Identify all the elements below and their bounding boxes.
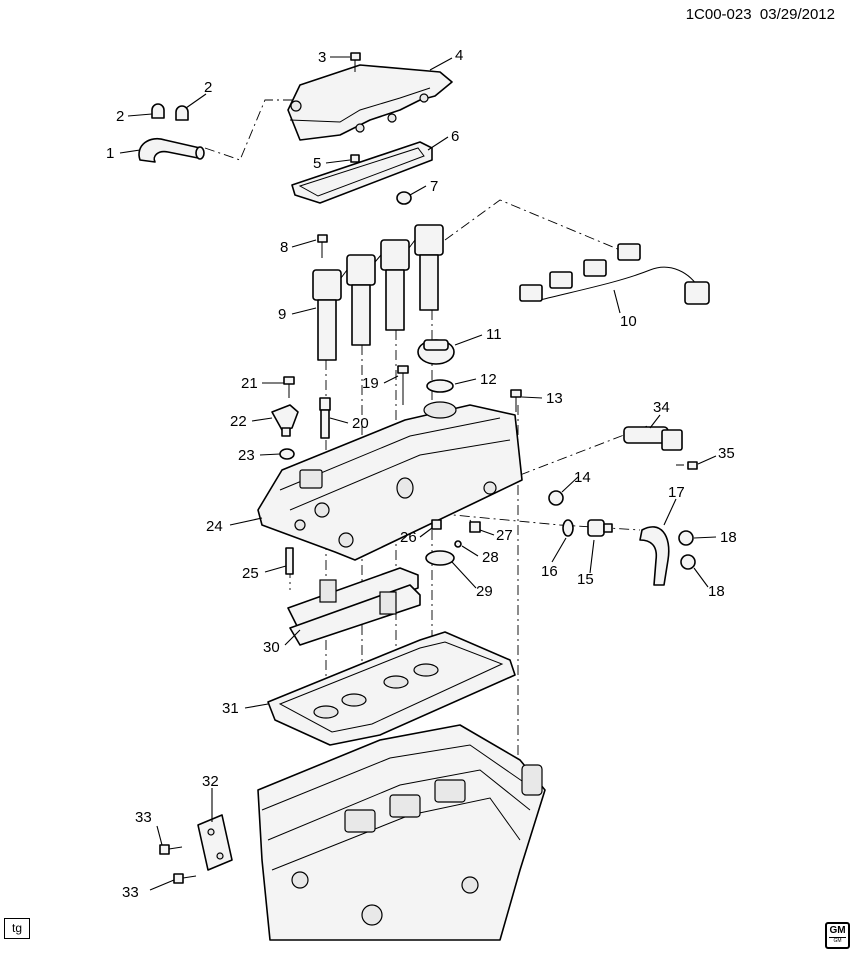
- dowel-pin-part: [285, 547, 294, 575]
- cover-bolt-part: [350, 52, 361, 72]
- camshaft-position-sensor-part: [271, 404, 299, 437]
- gm-logo: GM GM: [825, 922, 850, 949]
- ignition-coil-part: [312, 224, 444, 361]
- hose-clamp-part: [151, 103, 189, 121]
- callout-9: 9: [278, 306, 286, 323]
- cylinder-head: [257, 724, 546, 941]
- callout-5: 5: [313, 155, 321, 172]
- cover-bolt-19-part: [397, 365, 409, 405]
- valve-seal-part: [425, 550, 455, 566]
- ignition-coil-cover-part: [287, 64, 453, 141]
- callout-30: 30: [263, 639, 280, 656]
- fitting-part: [469, 521, 481, 533]
- callout-16: 16: [541, 563, 558, 580]
- callout-33b: 33: [122, 884, 139, 901]
- oil-control-solenoid-part: [623, 426, 683, 451]
- callout-12: 12: [480, 371, 497, 388]
- plug-part: [431, 519, 442, 530]
- doc-date: 03/29/2012: [759, 6, 835, 23]
- pcv-hose-part: [138, 138, 205, 163]
- valve-part: [548, 490, 564, 506]
- wiring-harness-part: [519, 243, 710, 305]
- cover-bolt-21-part: [283, 376, 295, 398]
- callout-15: 15: [577, 571, 594, 588]
- pcv-seal-part: [562, 519, 574, 537]
- callout-18a: 18: [720, 529, 737, 546]
- callout-29: 29: [476, 583, 493, 600]
- diagram-header: 1C00-023 03/29/2012: [686, 6, 835, 23]
- tube-clamp-part: [678, 530, 696, 570]
- spark-plug-part: [319, 397, 331, 439]
- callout-6: 6: [451, 128, 459, 145]
- grommet-part: [350, 154, 360, 163]
- solenoid-bolt-part: [676, 461, 698, 470]
- coil-bolt-part: [317, 234, 328, 258]
- initials-box: tg: [4, 918, 30, 939]
- doc-id: 1C00-023: [685, 6, 752, 23]
- callout-33a: 33: [135, 809, 152, 826]
- valve-cover-gasket-part: [267, 631, 516, 746]
- callout-14: 14: [574, 469, 591, 486]
- pcv-tube-part: [639, 526, 670, 586]
- callout-34: 34: [653, 399, 670, 416]
- cover-plate-part: [197, 814, 233, 871]
- callout-7: 7: [430, 178, 438, 195]
- callout-19: 19: [362, 375, 379, 392]
- callout-22: 22: [230, 413, 247, 430]
- callout-13: 13: [546, 390, 563, 407]
- cover-gasket-part: [291, 141, 433, 204]
- oil-baffle-gasket-part: [287, 567, 421, 646]
- pcv-valve-part: [587, 519, 613, 537]
- callout-21: 21: [241, 375, 258, 392]
- gm-logo-text: GM: [829, 925, 846, 936]
- camshaft-cover-part: [257, 401, 523, 561]
- callout-3: 3: [318, 49, 326, 66]
- gm-logo-subtext: GM: [829, 937, 846, 944]
- callout-11: 11: [486, 326, 502, 343]
- callout-labels: 1 2 2 3 4 5 6 7 8 9 10 11 12 13 14 15 16…: [106, 47, 737, 901]
- callout-2b: 2: [204, 79, 212, 96]
- callout-32: 32: [202, 773, 219, 790]
- callout-28: 28: [482, 549, 499, 566]
- callout-26: 26: [400, 529, 417, 546]
- ball-part: [454, 540, 462, 548]
- callout-1: 1: [106, 145, 114, 162]
- callout-23: 23: [238, 447, 255, 464]
- callout-24: 24: [206, 518, 223, 535]
- oil-fill-cap-part: [417, 339, 455, 365]
- callout-31: 31: [222, 700, 239, 717]
- callout-35: 35: [718, 445, 735, 462]
- callout-20: 20: [352, 415, 369, 432]
- callout-27: 27: [496, 527, 513, 544]
- seal-part: [396, 191, 412, 205]
- callout-8: 8: [280, 239, 288, 256]
- leader-lines: [119, 56, 717, 891]
- cover-bolt-13-part: [510, 389, 522, 412]
- plate-bolt-part: [159, 844, 197, 884]
- callout-2a: 2: [116, 108, 124, 125]
- callout-25: 25: [242, 565, 259, 582]
- callout-18b: 18: [708, 583, 725, 600]
- callout-4: 4: [455, 47, 463, 64]
- callout-17: 17: [668, 484, 685, 501]
- callout-10: 10: [620, 313, 637, 330]
- sensor-seal-part: [279, 448, 295, 460]
- fill-cap-seal-part: [426, 379, 454, 393]
